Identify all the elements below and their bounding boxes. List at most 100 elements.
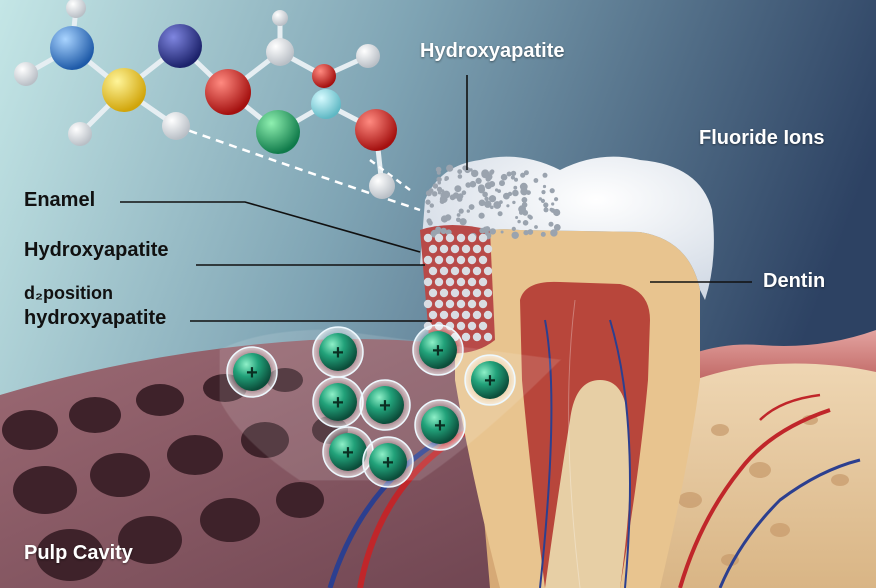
hydroxyapatite-bead [434, 255, 444, 265]
hydroxyapatite-bead [467, 299, 477, 309]
enamel-crystal [533, 178, 539, 183]
enamel-crystal [437, 191, 442, 195]
hydroxyapatite-bead [483, 332, 493, 342]
enamel-crystal [542, 172, 548, 178]
enamel-crystal [469, 180, 477, 188]
enamel-crystal [454, 185, 462, 193]
enamel-crystal [446, 164, 454, 172]
hydroxyapatite-bead [450, 288, 460, 298]
enamel-crystal [465, 182, 472, 188]
hydroxyapatite-bead [478, 277, 488, 287]
label-enamel: Enamel [24, 189, 96, 211]
enamel-crystal [440, 227, 447, 235]
enamel-crystal [458, 208, 464, 214]
enamel-crystal [523, 170, 529, 176]
hydroxyapatite-bead [428, 310, 438, 320]
enamel-crystal [426, 209, 431, 214]
fluoride-ion: + [362, 436, 414, 488]
enamel-crystal [484, 200, 492, 208]
enamel-crystal [500, 173, 508, 181]
enamel-crystal [511, 231, 519, 239]
fluoride-ion-magnifier: +++++++++ [219, 324, 562, 488]
enamel-crystal [444, 176, 450, 181]
hydroxyapatite-bead [483, 288, 493, 298]
hydroxyapatite-bead [450, 244, 460, 254]
hydroxyapatite-bead [439, 244, 449, 254]
enamel-crystal [432, 183, 439, 189]
enamel-crystal [506, 171, 512, 177]
enamel-crystal [457, 193, 464, 199]
enamel-crystal [512, 189, 519, 197]
enamel-crystal [489, 228, 496, 235]
ion-charge-symbol: + [484, 370, 496, 392]
enamel-crystal [527, 229, 534, 235]
enamel-crystal [436, 170, 441, 175]
spongy-bone-section [0, 339, 560, 588]
enamel-crystal [490, 205, 494, 210]
hydroxyapatite-bead [467, 321, 477, 331]
hydroxyapatite-bead [478, 321, 488, 331]
enamel-crystal [517, 219, 521, 224]
enamel-crystal [541, 190, 546, 195]
hydroxyapatite-bead [428, 288, 438, 298]
ion-charge-symbol: + [379, 395, 391, 417]
hydroxyapatite-bead [472, 266, 482, 276]
hydroxyapatite-bead [423, 277, 433, 287]
enamel-crystal [489, 170, 494, 175]
fluoride-ion: + [412, 324, 464, 376]
enamel-crystal [527, 214, 532, 219]
enamel-crystal [471, 169, 479, 178]
enamel-crystal [538, 197, 542, 201]
ion-charge-symbol: + [434, 415, 446, 437]
hydroxyapatite-bead [467, 277, 477, 287]
enamel-crystal [468, 204, 475, 210]
hydroxyapatite-bead [439, 288, 449, 298]
hydroxyapatite-bead [456, 321, 466, 331]
hydroxyapatite-bead [428, 266, 438, 276]
hydroxyapatite-bead [483, 266, 493, 276]
enamel-crystal [479, 227, 486, 234]
hydroxyapatite-bead [423, 233, 433, 243]
enamel-crystal [515, 216, 519, 219]
hydroxyapatite-bead [478, 233, 488, 243]
ion-charge-symbol: + [332, 392, 344, 414]
hydroxyapatite-bead [423, 255, 433, 265]
enamel-crystal [461, 190, 467, 195]
enamel-crystal [554, 212, 559, 217]
hydroxyapatite-bead [461, 332, 471, 342]
enamel-crystal [486, 226, 490, 231]
hydroxyapatite-bead [434, 299, 444, 309]
enamel-crystal [548, 221, 554, 227]
label-hydroxyapatite-left: Hydroxyapatite [24, 239, 169, 261]
enamel-crystal [455, 193, 459, 197]
hydroxyapatite-bead [483, 310, 493, 320]
enamel-crystal [540, 198, 546, 203]
hydroxyapatite-bead [461, 244, 471, 254]
fluoride-ion: + [226, 346, 278, 398]
enamel-crystal [510, 175, 515, 180]
label-fluoride-ions: Fluoride Ions [699, 127, 825, 149]
hydroxyapatite-bead [456, 299, 466, 309]
enamel-crystal [514, 177, 518, 182]
enamel-crystal [550, 229, 558, 237]
enamel-crystal [507, 191, 513, 197]
enamel-crystal [493, 201, 502, 209]
hydroxyapatite-bead [439, 310, 449, 320]
enamel-crystal [554, 197, 559, 202]
enamel-crystal [482, 191, 488, 198]
enamel-crystal [484, 196, 489, 201]
hydroxyapatite-bead [456, 277, 466, 287]
enamel-crystal [520, 172, 526, 178]
enamel-crystal [522, 220, 529, 226]
enamel-crystal [520, 188, 524, 192]
enamel-crystal [484, 182, 492, 190]
enamel-crystal [459, 218, 467, 226]
enamel-crystal [436, 186, 443, 192]
enamel-crystal [478, 212, 485, 219]
enamel-crystal [510, 170, 517, 177]
ion-charge-symbol: + [342, 442, 354, 464]
enamel-crystal [437, 180, 442, 185]
enamel-crystal [511, 226, 516, 231]
hydroxyapatite-bead [450, 310, 460, 320]
fluoride-ion: + [464, 354, 516, 406]
